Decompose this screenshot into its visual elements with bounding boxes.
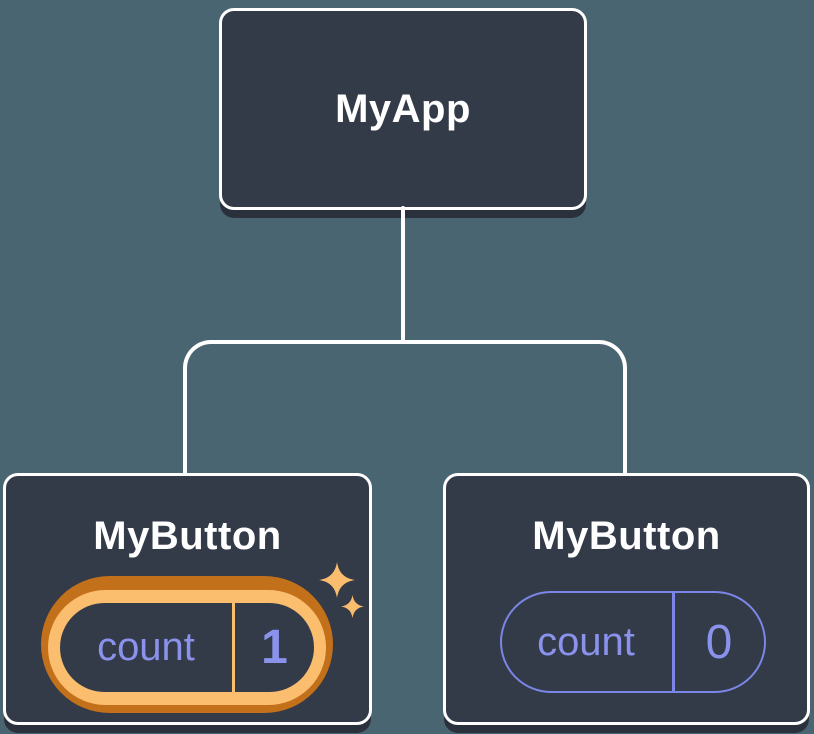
state-name: count xyxy=(97,625,195,669)
child-node-left: MyButton count 1 xyxy=(3,473,372,725)
sparkle-small-icon xyxy=(341,594,364,619)
child-node-left-label: MyButton xyxy=(93,514,282,558)
connector-root-stem xyxy=(401,206,405,344)
connector-bracket xyxy=(183,340,627,473)
state-pill-left xyxy=(60,603,314,692)
state-pill-divider xyxy=(232,603,235,692)
sparkles-icon xyxy=(319,561,355,599)
child-node-right: MyButton count 0 xyxy=(443,473,810,725)
root-node-label: MyApp xyxy=(335,86,471,131)
state-name: count xyxy=(537,619,635,664)
child-node-right-label: MyButton xyxy=(532,514,721,558)
root-node: MyApp xyxy=(219,8,587,210)
state-value: 0 xyxy=(705,615,733,669)
state-value: 1 xyxy=(261,621,288,674)
state-pill-right xyxy=(500,591,766,693)
state-pill-divider xyxy=(672,591,675,693)
